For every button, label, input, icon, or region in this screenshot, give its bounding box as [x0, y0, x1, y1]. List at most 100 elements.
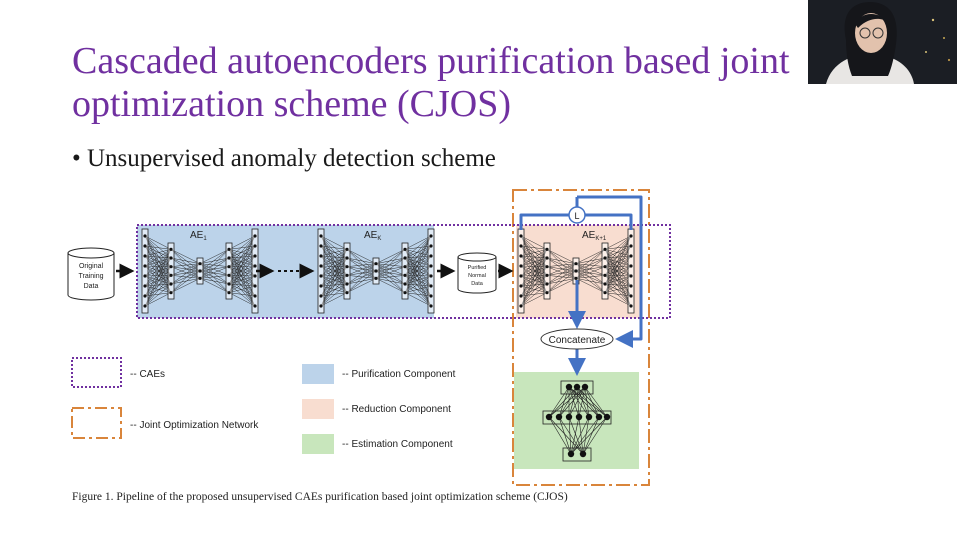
ae-connection: [604, 266, 632, 307]
ae-connection: [228, 245, 256, 293]
ae-connection: [404, 265, 432, 293]
ae-connection: [144, 245, 172, 250]
ae-connection: [404, 257, 432, 267]
ae-connection: [546, 266, 577, 279]
ae-neuron: [345, 291, 349, 295]
ae-connection: [604, 255, 632, 276]
ae-connection: [546, 270, 577, 276]
ae-connection: [404, 257, 432, 297]
ae-connection: [604, 275, 632, 277]
ae-neuron: [345, 273, 349, 277]
ae-connection: [520, 249, 548, 287]
ae-neuron: [403, 282, 407, 286]
ae-connection: [228, 235, 256, 276]
original-data-cylinder: Original Training Data: [67, 247, 115, 301]
ae-connection: [320, 235, 348, 293]
ae-neuron: [319, 254, 323, 258]
purified-data-cylinder: Purified Normal Data: [457, 252, 497, 294]
ae-connection: [170, 278, 201, 293]
ae-connection: [228, 275, 256, 297]
joint-optimization-box: [512, 189, 650, 486]
ae-neuron: [629, 254, 633, 258]
ae-connection: [320, 249, 348, 277]
ae-connection: [320, 249, 348, 287]
ae-connection: [546, 263, 577, 285]
ae-connection: [320, 235, 348, 267]
ae-connection: [375, 266, 406, 272]
ae-connection: [520, 249, 548, 267]
ae-connection: [228, 235, 256, 259]
ae-neuron: [629, 304, 633, 308]
ae-connection: [404, 266, 432, 297]
ae-connection: [404, 235, 432, 285]
ae-connection: [520, 235, 548, 276]
ae-connection: [144, 275, 172, 297]
ae-neuron: [519, 284, 523, 288]
ae-connection: [346, 263, 377, 293]
ae-connection: [520, 265, 548, 267]
ae-connection: [228, 249, 256, 287]
ae-connection: [228, 255, 256, 259]
ae-neuron: [319, 294, 323, 298]
ae-connection: [520, 266, 548, 307]
ae-connection: [404, 257, 432, 277]
ae-neuron: [253, 244, 257, 248]
slide-title: Cascaded autoencoders purification based…: [72, 40, 812, 126]
ae-connection: [604, 285, 632, 293]
ae-connection: [228, 283, 256, 287]
ae-connection: [199, 249, 230, 264]
ae-connection: [520, 292, 548, 297]
ae-connection: [199, 257, 230, 264]
ae-connection: [170, 266, 201, 272]
ae-connection: [170, 249, 201, 264]
ae-connection: [144, 265, 172, 267]
presenter-image: [808, 0, 957, 84]
ae-connection: [604, 257, 632, 267]
ae-connection: [375, 263, 406, 285]
ae-layer: [627, 228, 635, 314]
ae-connection: [228, 255, 256, 293]
aek1-label-sub: K+1: [595, 236, 607, 242]
ae-connection: [320, 265, 348, 267]
ae-connection: [404, 292, 432, 307]
original-data-line-2: Training: [78, 273, 103, 280]
ae-connection: [320, 275, 348, 285]
ae-connection: [199, 266, 230, 279]
ae-connection: [604, 266, 632, 287]
ae-neuron: [519, 234, 523, 238]
ae-connection: [520, 257, 548, 297]
original-data-line-3: Data: [84, 283, 99, 290]
ae-connection: [404, 283, 432, 297]
ae-connection: [144, 255, 172, 267]
ae-connection: [404, 275, 432, 307]
ae-connection: [520, 235, 548, 250]
ae-neuron: [429, 274, 433, 278]
ae-connection: [144, 275, 172, 293]
ae-connection: [404, 265, 432, 285]
ae-connection: [520, 245, 548, 267]
ae-connection: [228, 235, 256, 267]
ae-connection: [404, 235, 432, 276]
ae-connection: [604, 235, 632, 250]
ae-neuron: [169, 282, 173, 286]
ae-connection: [346, 263, 377, 276]
ae-neuron: [403, 291, 407, 295]
estimation-connection: [568, 386, 578, 418]
ae-connection: [320, 255, 348, 267]
ae-neuron: [319, 244, 323, 248]
ae-connection: [320, 266, 348, 307]
ae-connection: [144, 266, 172, 277]
ae-neuron: [143, 304, 147, 308]
ae-connection: [520, 275, 548, 297]
ae-connection: [320, 275, 348, 293]
ae-connection: [170, 278, 201, 285]
ae-connection: [144, 235, 172, 293]
ae-neuron: [143, 294, 147, 298]
aek1-label: AEK+1: [582, 230, 607, 242]
loss-line-left: [519, 213, 569, 230]
ae-connection: [404, 266, 432, 287]
ae-connection: [404, 255, 432, 276]
ae-neuron: [629, 234, 633, 238]
ae-connection: [375, 266, 406, 279]
ae-connection: [404, 265, 432, 276]
